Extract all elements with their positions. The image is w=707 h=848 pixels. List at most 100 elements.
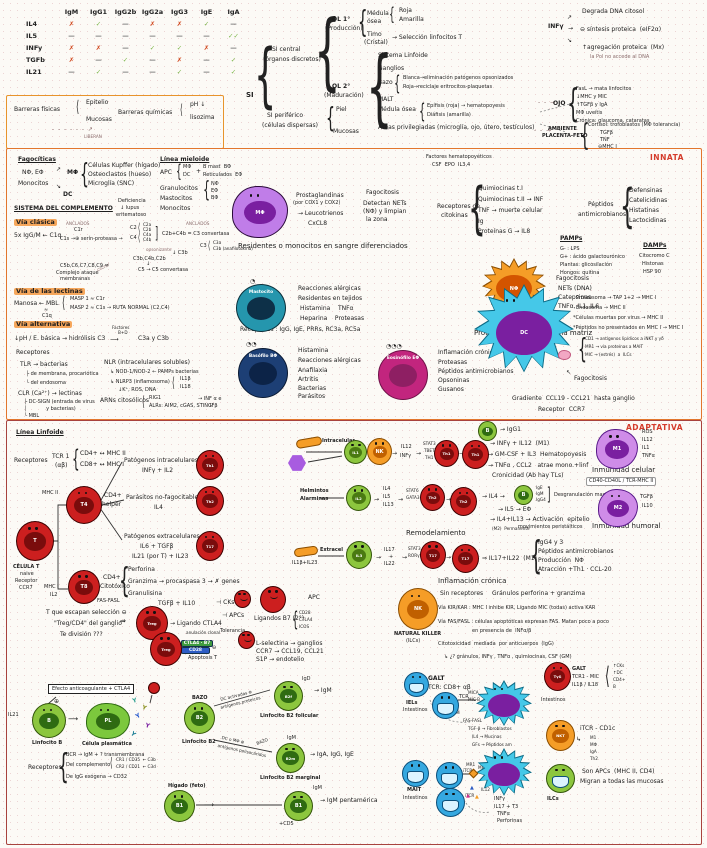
mini-t2-smile — [244, 636, 253, 642]
eosinofilo-cell-nucleus — [389, 364, 417, 387]
annotation: IgD — [302, 676, 311, 682]
annotation: Péptidos — [588, 201, 614, 208]
annotation: lisozima — [190, 114, 215, 121]
cd4-cell: T4 — [66, 486, 102, 524]
annotation: Patógenos extracelulares → — [124, 533, 207, 540]
annotation: TH1 — [425, 455, 434, 460]
annotation: ▲ — [470, 785, 474, 791]
annotation: Linfocito B — [32, 740, 63, 746]
m2-cell-nucleus: M2 — [606, 499, 630, 518]
annotation: Citotóxico — [100, 583, 130, 590]
treg1-cell-nucleus: Treg — [143, 615, 161, 632]
b2f-cell-nucleus: B2f — [280, 689, 297, 704]
annotation: T que escapan selección ⊖ — [46, 609, 127, 616]
annotation: → IgM pentamérica — [320, 797, 378, 804]
tgd-cell-eyes — [552, 666, 556, 670]
m1-cell-eyes — [609, 435, 612, 438]
annotation: Cortisol: trofoblastos (MΦ tolerancia) — [588, 122, 681, 128]
annotation: CD28 — [299, 610, 311, 615]
ig-row-label: TGFb — [26, 56, 45, 64]
annotation: Citotoxicidad mediada por anticuerpos (I… — [438, 641, 554, 647]
annotation: Factores — [112, 325, 130, 330]
annotation: GATA3 — [406, 495, 420, 500]
annotation: MHC I — [44, 584, 59, 590]
ig-header: IgG2b — [114, 8, 137, 16]
mastocito-cell: Mastocito — [236, 284, 286, 332]
ig-header: IgE — [200, 8, 213, 16]
mastocito-cell-nucleus — [247, 297, 275, 320]
ig-value: ✗ — [203, 44, 210, 52]
annotation: ROS — [642, 429, 653, 435]
annotation: ↓ lupus — [120, 205, 140, 211]
ilc3-cell: IL3 — [346, 541, 372, 569]
b1-cell: B1 — [164, 790, 195, 822]
ig-value: — — [230, 20, 237, 28]
annotation: Patógenos intracelulares → — [124, 457, 205, 464]
annotation: Intestinos — [541, 697, 566, 703]
big-th2-cell: Th2 — [450, 487, 477, 516]
annotation: IgE — [536, 485, 543, 490]
annotation: ↑TGFβ y IgA — [576, 102, 608, 108]
annotation: TGFβ — [640, 494, 653, 500]
m2-cell: M2 — [598, 489, 638, 527]
annotation: IL1β / IL18 — [572, 682, 599, 688]
annotation: → GM-CSF + IL3 Hematopoyesis — [488, 451, 587, 458]
annotation: (Cristal) — [364, 39, 388, 46]
annotation: FAS-FASL — [463, 718, 482, 723]
inkt-cell-nucleus: NKT — [552, 728, 569, 743]
basofilo-cell-nucleus — [249, 362, 277, 385]
ig-value: ✓ — [176, 68, 183, 76]
ig-value: — — [122, 44, 129, 52]
annotation: ⊖ — [212, 645, 217, 651]
annotation: CD8+ ↔ MHC I — [80, 461, 125, 468]
big-th1-cell-nucleus: Th1 — [467, 448, 484, 462]
annotation: - - → — [538, 99, 555, 106]
annotation: Histatinas — [629, 207, 659, 214]
ig-value: — — [68, 32, 75, 40]
bcell-row2: B — [514, 485, 533, 505]
b1b-cell-eyes — [293, 795, 296, 799]
annotation: ▲ — [475, 794, 479, 800]
annotation: MICA — [468, 690, 479, 695]
estroma2-cell-nucleus — [488, 762, 520, 787]
iel1-cell — [404, 672, 429, 697]
annotation: Ganglios — [378, 65, 405, 72]
mr1-diamond — [468, 768, 479, 779]
ilc3-cell-body — [346, 541, 372, 569]
annotation: Crónica: glaucoma, cataratas — [576, 118, 650, 124]
annotation: RORγt — [408, 553, 422, 558]
annotation: MAIT — [407, 787, 422, 793]
annotation: B — [613, 684, 616, 689]
annotation: Cronicidad (Ab hay TLs) — [492, 472, 564, 479]
annotation: ⟨ — [138, 221, 141, 234]
via-clasica: Vía clásica — [14, 218, 57, 227]
annotation: - - → — [534, 127, 551, 134]
annotation: ARNs citosólicos — [100, 397, 150, 404]
treg2-cell-eyes — [160, 637, 163, 640]
annotation: Quimiocinas t.II → INF — [478, 196, 544, 203]
annotation: IL6 + TGFβ — [140, 543, 174, 550]
nk-row1-cell-nucleus: NK — [372, 445, 387, 458]
annotation: CxCL8 — [308, 220, 328, 227]
annotation: NATURAL KILLER — [394, 631, 442, 637]
annotation: (células dispersas) — [262, 122, 319, 129]
annotation: INFγ + IL2 — [142, 467, 174, 474]
ilc2-cell-eyes — [354, 489, 357, 492]
mastocito-cell-label: Mastocito — [248, 289, 274, 295]
annotation: EΦ — [211, 188, 219, 194]
annotation: → IL4+IL13 → Activación epitelio — [490, 516, 590, 523]
dendritica-cell-nucleus: DC — [496, 310, 552, 356]
adaptive-section-label: ADAPTATIVA — [626, 423, 684, 432]
annotation: RIG1 — [149, 395, 162, 401]
annotation: Residentes en tejidos — [298, 295, 363, 302]
annotation: MALT — [378, 96, 394, 103]
annotation: → IL5 → EΦ — [498, 506, 532, 513]
annotation: Reacciones alérgicas — [298, 357, 361, 364]
annotation: ↘ — [56, 183, 62, 190]
ig-header: IgG2a — [141, 8, 164, 16]
annotation: Detectan NETs — [363, 200, 407, 207]
annotation: Intestinos — [403, 795, 428, 801]
b2f-cell-eyes — [283, 685, 286, 689]
annotation: Hígado (feto) — [168, 783, 206, 789]
annotation: MIC → (estrés) a ILCs — [585, 352, 632, 357]
